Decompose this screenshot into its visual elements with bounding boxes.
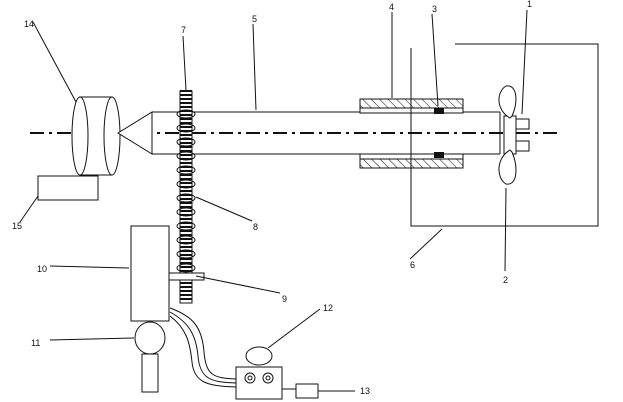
- label-10: 10: [37, 264, 47, 274]
- label-6: 6: [410, 260, 415, 270]
- motor-disc: [71, 96, 121, 176]
- label-14: 14: [24, 19, 34, 29]
- label-8: 8: [253, 222, 258, 232]
- hub-collar: [503, 115, 530, 155]
- base-box: [37, 175, 99, 201]
- propeller: [498, 85, 517, 185]
- controller-box: [130, 225, 170, 322]
- label-3: 3: [432, 4, 437, 14]
- label-4: 4: [389, 2, 394, 12]
- label-2: 2: [503, 275, 508, 285]
- seal-block-bottom: [434, 152, 444, 158]
- drive-motor: [134, 321, 166, 393]
- indicator-lamp: [245, 346, 273, 366]
- label-12: 12: [323, 303, 333, 313]
- label-9: 9: [282, 294, 287, 304]
- leader-lines: [19, 9, 528, 392]
- cables: [169, 307, 237, 388]
- label-5: 5: [252, 14, 257, 24]
- wiring-loop: [410, 43, 599, 227]
- label-7: 7: [181, 25, 186, 35]
- coil: [176, 109, 196, 273]
- label-13: 13: [360, 386, 370, 396]
- seal-block-top: [434, 108, 444, 114]
- label-11: 11: [31, 338, 40, 348]
- label-15: 15: [12, 221, 22, 231]
- label-1: 1: [527, 0, 532, 9]
- power-unit: [235, 366, 319, 400]
